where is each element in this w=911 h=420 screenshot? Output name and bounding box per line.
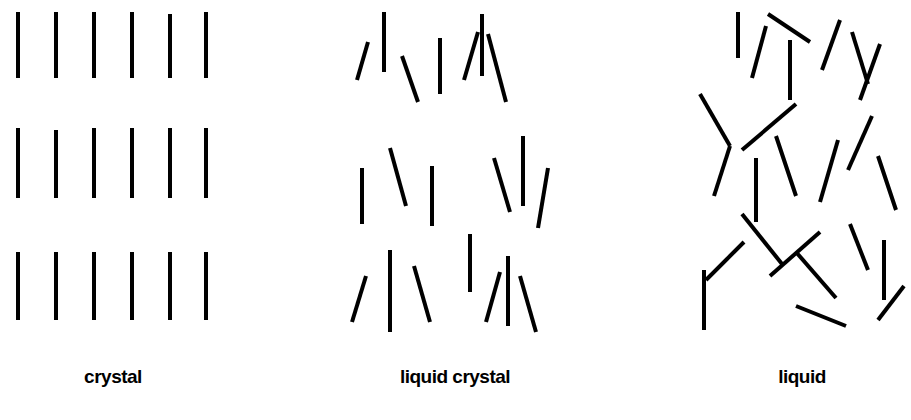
rod bbox=[494, 158, 510, 212]
rod bbox=[700, 94, 730, 146]
rod bbox=[388, 250, 392, 332]
rod bbox=[357, 42, 368, 80]
rod bbox=[860, 44, 880, 100]
rod bbox=[702, 270, 706, 330]
rod bbox=[882, 240, 886, 300]
rod bbox=[54, 12, 58, 78]
phase-label: liquid crystal bbox=[400, 366, 510, 388]
rod bbox=[506, 256, 510, 326]
rod bbox=[768, 14, 810, 42]
rod bbox=[130, 128, 134, 198]
rod bbox=[714, 146, 730, 196]
rod bbox=[852, 32, 868, 84]
rod bbox=[538, 168, 548, 228]
rod bbox=[168, 14, 172, 78]
rod bbox=[521, 136, 525, 206]
rod bbox=[486, 272, 500, 322]
rod bbox=[752, 26, 766, 78]
rod bbox=[878, 156, 896, 210]
rod bbox=[850, 224, 868, 270]
rod bbox=[480, 14, 484, 76]
phase-label: liquid bbox=[778, 366, 826, 388]
rod bbox=[430, 166, 434, 226]
rod bbox=[820, 140, 838, 202]
rod bbox=[878, 286, 904, 320]
rod bbox=[796, 306, 846, 326]
rod bbox=[92, 12, 96, 78]
rod bbox=[736, 12, 740, 58]
rod bbox=[360, 168, 364, 224]
rod bbox=[54, 252, 58, 320]
rod bbox=[92, 128, 96, 198]
rod bbox=[822, 20, 840, 70]
rod bbox=[204, 128, 208, 198]
rod bbox=[16, 128, 20, 198]
crystal-rods bbox=[18, 12, 206, 320]
rod bbox=[754, 158, 758, 222]
rod bbox=[382, 12, 386, 72]
rod bbox=[168, 128, 172, 198]
rod bbox=[168, 252, 172, 320]
rod bbox=[16, 12, 20, 78]
phase-label: crystal bbox=[84, 366, 142, 388]
liquid-rods bbox=[700, 12, 904, 330]
rod bbox=[788, 40, 792, 100]
rod bbox=[488, 34, 506, 102]
rod bbox=[414, 266, 430, 322]
rod bbox=[742, 104, 796, 150]
rod bbox=[204, 12, 208, 78]
rod bbox=[438, 38, 442, 94]
rod bbox=[796, 252, 836, 298]
rod bbox=[204, 252, 208, 320]
rod bbox=[54, 130, 58, 198]
rod bbox=[464, 32, 478, 80]
rod bbox=[468, 234, 472, 292]
rod bbox=[742, 214, 782, 264]
rod bbox=[402, 56, 418, 102]
rod bbox=[390, 148, 406, 206]
rod bbox=[520, 276, 536, 332]
rod bbox=[92, 252, 96, 320]
liquid-crystal-rods bbox=[352, 12, 548, 332]
rod bbox=[706, 242, 744, 280]
rod bbox=[352, 276, 366, 322]
rod bbox=[130, 12, 134, 78]
rod bbox=[776, 136, 796, 196]
rod bbox=[848, 116, 872, 170]
rod bbox=[16, 252, 20, 320]
rod bbox=[130, 252, 134, 320]
